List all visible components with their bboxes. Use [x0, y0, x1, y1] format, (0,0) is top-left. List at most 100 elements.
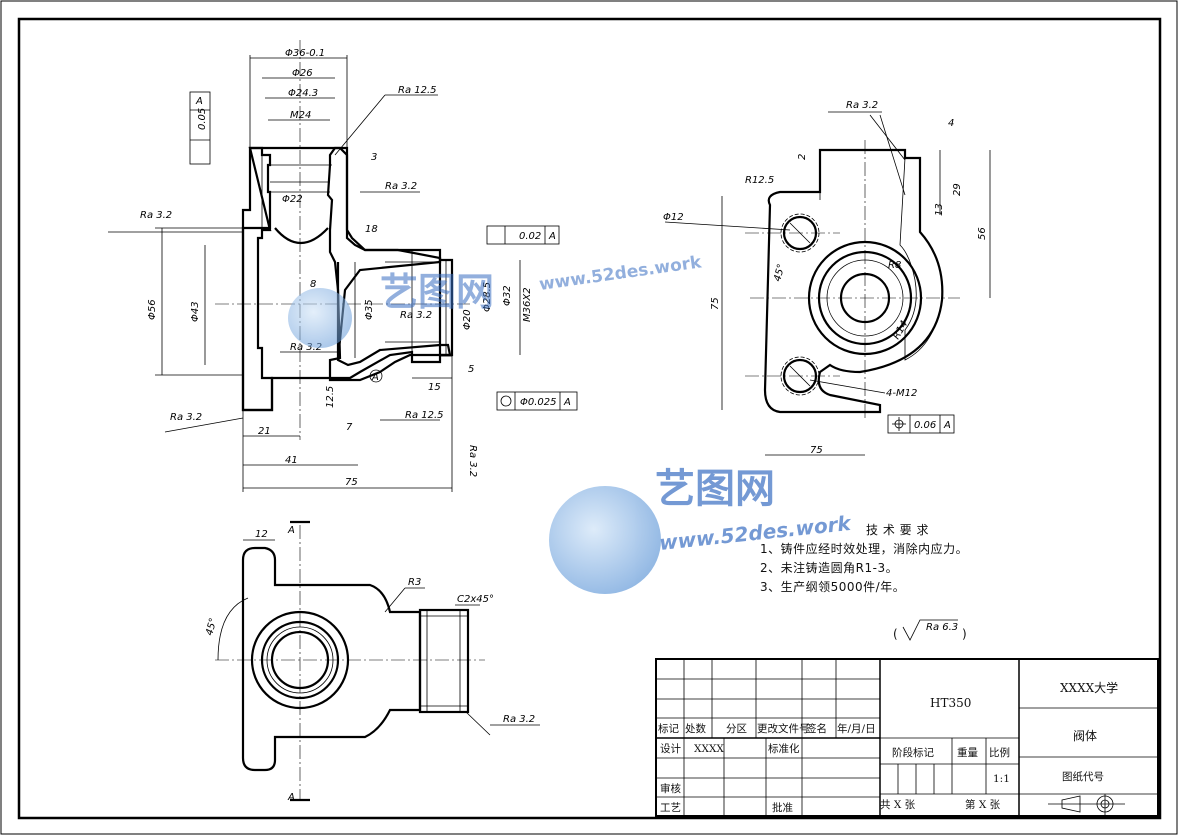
dim-n13: 13	[934, 203, 945, 216]
side-view	[745, 140, 960, 420]
design-label: 设计	[660, 742, 681, 755]
ra-3-2-left: Ra 3.2	[140, 210, 172, 221]
tol-frame-perp: 0.05 A	[189, 91, 211, 165]
watermark: 艺图网 www.52des.work	[288, 252, 703, 348]
top-view-dimensions: 12 45° R3 C2x45° Ra 3.2	[204, 529, 540, 736]
drawing-no-label: 图纸代号	[1062, 770, 1104, 783]
svg-text:A: A	[195, 96, 203, 107]
designer: XXXX	[694, 743, 724, 755]
scale-label: 比例	[989, 746, 1010, 759]
projection-symbol-icon	[1048, 794, 1125, 815]
svg-text:艺图网: 艺图网	[380, 270, 494, 314]
sheet-no: 第 X 张	[965, 798, 1001, 811]
dim-n8: 8	[310, 279, 316, 290]
top-view: A A	[215, 520, 485, 803]
dim-n56: 56	[977, 227, 988, 240]
dim-d12: Φ12	[663, 212, 684, 223]
section-a-top-label: A	[287, 525, 295, 536]
tech-req-title: 技 术 要 求	[866, 523, 929, 537]
svg-text:签名: 签名	[806, 722, 827, 735]
svg-text:0.05: 0.05	[197, 108, 208, 130]
ra-3-2-top-view: Ra 3.2	[503, 714, 535, 725]
svg-text:处数: 处数	[685, 722, 706, 735]
tol-frame-parallel: 0.02 A	[486, 225, 560, 245]
dim-deg45-side: 45°	[772, 263, 787, 283]
svg-text:A: A	[563, 397, 571, 408]
dim-d32: Φ32	[502, 285, 513, 306]
standardize-label: 标准化	[768, 742, 800, 755]
svg-text:Φ0.025: Φ0.025	[520, 397, 557, 408]
ra-3-2-thread: Ra 3.2	[385, 181, 417, 192]
watermark-globe-icon-large	[549, 486, 661, 594]
material: HT350	[930, 696, 971, 710]
ra-3-2-bottom: Ra 3.2	[170, 412, 202, 423]
dim-deg45-top: 45°	[204, 617, 219, 637]
ra-12-5-bottom: Ra 12.5	[405, 410, 444, 421]
svg-text:A: A	[548, 231, 556, 242]
svg-text:(: (	[893, 627, 898, 641]
dim-r3: R3	[408, 577, 421, 588]
svg-text:分区: 分区	[726, 723, 747, 735]
dim-n2: 2	[797, 154, 808, 160]
review-label: 审核	[660, 782, 681, 795]
title-block: 标记 处数 分区 更改文件号 签名 年/月/日 设计 XXXX 标准化 审核 工…	[655, 658, 1159, 817]
svg-text:0.02: 0.02	[519, 231, 541, 242]
section-callout-a	[369, 369, 383, 383]
dim-n7: 7	[346, 422, 353, 433]
svg-text:艺图网: 艺图网	[655, 466, 775, 512]
dim-m12: 4-M12	[886, 388, 917, 399]
callout-a-label: A	[371, 372, 379, 383]
ra-3-2-inner: Ra 3.2	[400, 310, 432, 321]
dim-d28-5: Φ28.5	[482, 282, 493, 312]
part-name: 阀体	[1073, 729, 1097, 743]
dim-n4: 4	[948, 118, 954, 129]
ra-3-2-bore: Ra 3.2	[290, 342, 322, 353]
dim-n18: 18	[365, 224, 378, 235]
dim-n15: 15	[428, 382, 441, 393]
dim-c2: C2x45°	[457, 594, 494, 605]
tol-frame-position: 0.06 A	[887, 414, 955, 434]
dim-d36: Φ36-0.1	[285, 48, 325, 59]
tech-req-item-1: 1、铸件应经时效处理，消除内应力。	[760, 541, 968, 556]
dim-m24: M24	[290, 110, 311, 121]
dim-n12: 12	[255, 529, 268, 540]
dim-n75-side-v: 75	[710, 297, 721, 310]
svg-text:A: A	[943, 420, 951, 431]
svg-text:0.06: 0.06	[914, 420, 936, 431]
school: XXXX大学	[1060, 680, 1118, 695]
dim-r8: R8	[888, 260, 901, 271]
svg-text:www.52des.work: www.52des.work	[538, 252, 703, 295]
ra-3-2-side-top: Ra 3.2	[846, 100, 878, 111]
approve-label: 批准	[772, 801, 793, 814]
dim-m36: M36X2	[522, 287, 533, 322]
watermark-globe-icon	[288, 288, 352, 348]
inner-border	[17, 17, 1162, 820]
dim-n3: 3	[371, 152, 377, 163]
dim-d35: Φ35	[364, 299, 375, 320]
front-section-view	[215, 40, 470, 440]
svg-text:标记: 标记	[658, 723, 679, 735]
dim-d22: Φ22	[282, 194, 303, 205]
front-view-dimensions: Φ36-0.1 Φ26 Φ24.3 M24 Φ22 Ra 12.5 Ra 3.2…	[108, 48, 578, 492]
dim-d43: Φ43	[190, 301, 201, 322]
tech-req-item-3: 3、生产纲领5000件/年。	[760, 580, 905, 594]
dim-d56: Φ56	[147, 299, 158, 320]
general-roughness: Ra 6.3	[926, 622, 958, 633]
section-a-bottom-label: A	[287, 792, 295, 803]
weight-label: 重量	[957, 746, 978, 759]
dim-n75-front: 75	[345, 477, 358, 488]
svg-text:): )	[962, 627, 967, 641]
dim-d24-3: Φ24.3	[288, 88, 318, 99]
stage-label: 阶段标记	[892, 746, 934, 759]
svg-text:更改文件号: 更改文件号	[757, 722, 810, 735]
dim-n41: 41	[285, 455, 298, 466]
ra-3-2-side: Ra 3.2	[467, 445, 478, 477]
ra-12-5-top: Ra 12.5	[398, 85, 437, 96]
dim-d26: Φ26	[292, 68, 313, 79]
side-view-dimensions: Ra 3.2 4 29 56 13 2 R12.5 Φ12 45° 75 75 …	[663, 100, 991, 456]
total-sheets: 共 X 张	[880, 799, 916, 811]
tol-frame-concentric: Φ0.025 A	[496, 391, 578, 411]
tech-req-item-2: 2、未注铸造圆角R1-3。	[760, 560, 898, 575]
